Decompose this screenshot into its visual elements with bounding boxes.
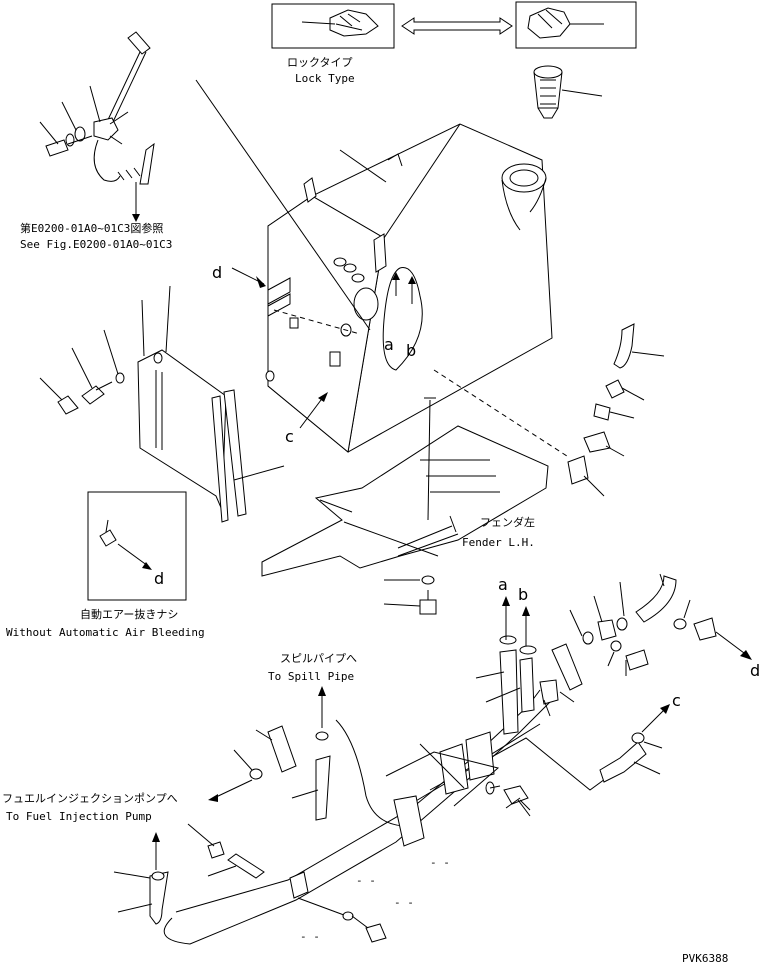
fender-bolt	[383, 575, 437, 615]
arrow-spill-pipe	[318, 686, 326, 728]
spill-pipe-jp-label: スピルパイプへ	[280, 652, 357, 665]
see-fig-en-label: See Fig.E0200-01A0~01C3	[20, 238, 172, 251]
lock-type-double-arrow	[401, 17, 513, 35]
fuel-tank	[265, 123, 553, 453]
no-air-bleed-en-label: Without Automatic Air Bleeding	[6, 626, 205, 639]
fuel-pump-en-label: To Fuel Injection Pump	[6, 810, 152, 823]
no-air-bleed-jp-label: 自動エアー抜きナシ	[80, 607, 178, 621]
fender-en-label: Fender L.H.	[462, 536, 535, 549]
spill-pipe-en-label: To Spill Pipe	[268, 670, 354, 683]
right-hose-fittings	[567, 323, 665, 497]
lock-type-jp-label: ロックタイプ	[287, 56, 353, 69]
arrow-fuel-pump	[208, 779, 253, 802]
marker-b-tank: b	[406, 341, 416, 360]
marker-d-right: d	[750, 661, 760, 680]
marker-d-left: d	[212, 263, 222, 282]
marker-a-tank: a	[384, 335, 394, 354]
filler-strainer	[533, 65, 603, 119]
leader-fender	[195, 79, 371, 331]
fender-jp-label: フェンダ左	[480, 515, 535, 529]
tank-cover-plate	[39, 285, 285, 523]
marker-c-left: c	[285, 427, 294, 446]
dash-mark-1: - -	[430, 856, 450, 869]
arrow-c-left	[299, 392, 328, 429]
marker-c-right: c	[672, 691, 681, 710]
marker-d-inset: d	[154, 569, 164, 588]
fuel-pump-jp-label: フュエルインジェクションポンプへ	[2, 792, 178, 805]
lock-type-cap-box-right	[515, 1, 637, 49]
arrow-b-lower	[522, 606, 530, 646]
drawing-code: PVK6388	[682, 952, 728, 965]
lower-pipe-assembly	[149, 575, 717, 945]
dash-mark-4: - -	[300, 930, 320, 943]
no-air-bleed-inset	[87, 491, 187, 601]
marker-b-lower: b	[518, 585, 528, 604]
dash-mark-3: - -	[394, 896, 414, 909]
marker-a-lower: a	[498, 575, 508, 594]
dash-mark-2: - -	[356, 874, 376, 887]
lock-type-en-label: Lock Type	[295, 72, 355, 85]
fuel-level-gauge	[39, 31, 155, 222]
arrow-pump-up	[152, 832, 160, 870]
see-fig-jp-label: 第E0200-01A0~01C3図参照	[20, 221, 163, 235]
arrow-d-right	[715, 631, 752, 660]
hidden-line-upper	[273, 309, 361, 335]
arrow-a-lower	[502, 596, 510, 640]
leader-lines-lower	[113, 573, 691, 913]
fender-lh	[261, 397, 549, 577]
arrow-c-right	[641, 704, 670, 733]
arrow-d-left	[231, 267, 266, 288]
lock-type-cap-box-left	[271, 3, 395, 49]
